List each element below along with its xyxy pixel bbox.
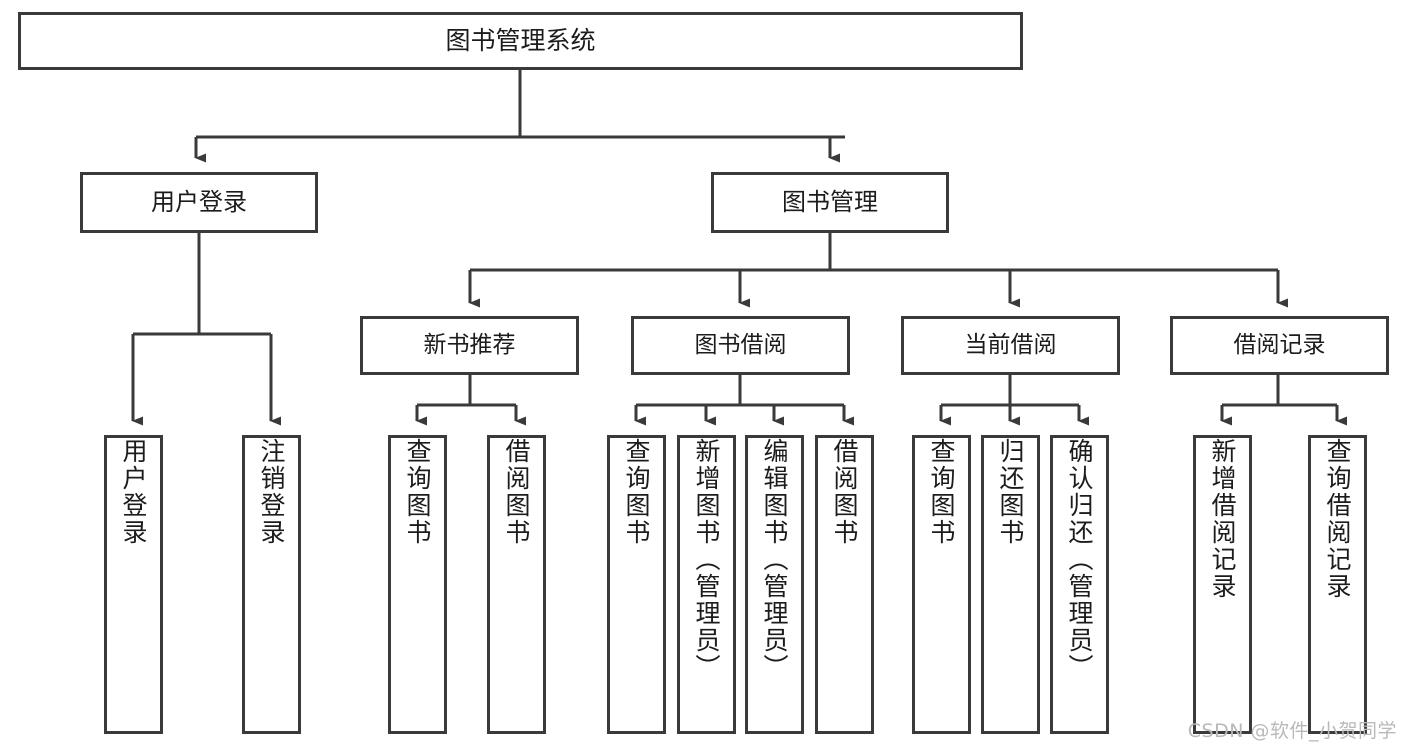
node-leaf-add-borrow-record[interactable]: 新增借阅记录 <box>1193 435 1252 734</box>
node-leaf-query-book-current-label: 查询图书 <box>927 438 956 546</box>
node-leaf-query-borrow-record[interactable]: 查询借阅记录 <box>1308 435 1367 734</box>
node-leaf-add-book-admin[interactable]: 新增图书（管理员） <box>677 435 736 734</box>
node-leaf-query-book-borrow-label: 查询图书 <box>622 438 651 546</box>
node-leaf-borrow-book-recommend-label: 借阅图书 <box>502 438 531 546</box>
node-book-management-label: 图书管理 <box>782 187 878 216</box>
node-leaf-add-book-admin-label: 新增图书（管理员） <box>692 438 721 681</box>
node-book-management[interactable]: 图书管理 <box>711 172 949 233</box>
node-leaf-query-borrow-record-label: 查询借阅记录 <box>1323 438 1352 600</box>
node-leaf-return-book[interactable]: 归还图书 <box>981 435 1040 734</box>
node-leaf-confirm-return-admin[interactable]: 确认归还（管理员） <box>1050 435 1109 734</box>
node-leaf-query-book-current[interactable]: 查询图书 <box>912 435 971 734</box>
node-leaf-add-borrow-record-label: 新增借阅记录 <box>1208 438 1237 600</box>
node-leaf-edit-book-admin[interactable]: 编辑图书（管理员） <box>745 435 804 734</box>
node-leaf-query-book-recommend[interactable]: 查询图书 <box>388 435 447 734</box>
node-user-login-label: 用户登录 <box>151 187 247 216</box>
node-leaf-borrow-book-label: 借阅图书 <box>830 438 859 546</box>
node-borrow-record[interactable]: 借阅记录 <box>1170 316 1389 375</box>
node-leaf-logout-label: 注销登录 <box>257 438 286 546</box>
node-leaf-query-book-borrow[interactable]: 查询图书 <box>607 435 666 734</box>
node-leaf-edit-book-admin-label: 编辑图书（管理员） <box>760 438 789 681</box>
node-leaf-return-book-label: 归还图书 <box>996 438 1025 546</box>
node-current-borrow-label: 当前借阅 <box>964 332 1057 359</box>
csdn-watermark: CSDN @软件_小贺同学 <box>1187 720 1397 742</box>
node-book-borrow-label: 图书借阅 <box>694 332 787 359</box>
node-leaf-borrow-book-recommend[interactable]: 借阅图书 <box>487 435 546 734</box>
node-leaf-query-book-recommend-label: 查询图书 <box>403 438 432 546</box>
node-leaf-user-login-label: 用户登录 <box>119 438 148 546</box>
node-book-borrow[interactable]: 图书借阅 <box>631 316 850 375</box>
node-borrow-record-label: 借阅记录 <box>1233 332 1326 359</box>
node-new-book-recommend[interactable]: 新书推荐 <box>360 316 579 375</box>
node-current-borrow[interactable]: 当前借阅 <box>901 316 1120 375</box>
node-user-login[interactable]: 用户登录 <box>80 172 318 233</box>
node-leaf-user-login[interactable]: 用户登录 <box>104 435 163 734</box>
node-leaf-confirm-return-admin-label: 确认归还（管理员） <box>1065 438 1094 681</box>
node-root-label: 图书管理系统 <box>445 25 596 55</box>
node-new-book-recommend-label: 新书推荐 <box>423 332 516 359</box>
node-leaf-logout[interactable]: 注销登录 <box>242 435 301 734</box>
node-root-book-management-system[interactable]: 图书管理系统 <box>18 12 1023 70</box>
node-leaf-borrow-book[interactable]: 借阅图书 <box>815 435 874 734</box>
